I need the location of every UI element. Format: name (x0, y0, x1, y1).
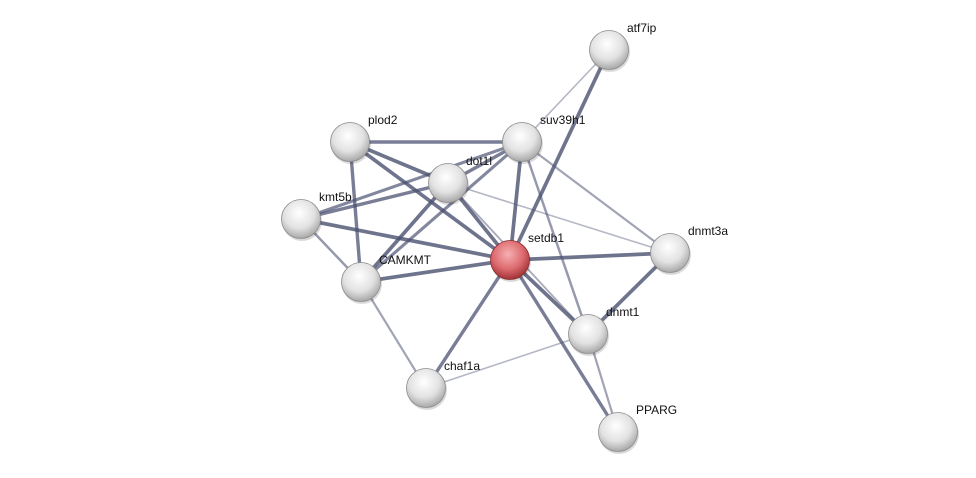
node-suv39h1[interactable]: suv39h1 (502, 113, 586, 164)
node-sphere[interactable] (589, 30, 629, 70)
node-label: plod2 (368, 113, 398, 127)
node-label: CAMKMT (379, 253, 432, 267)
edge-setdb1-PPARG[interactable] (508, 259, 620, 433)
edge-dot1l-dnmt3a[interactable] (447, 182, 671, 254)
edge-suv39h1-CAMKMT[interactable] (359, 140, 524, 284)
edge-dot1l-kmt5b[interactable] (300, 181, 449, 221)
node-sphere[interactable] (598, 412, 638, 452)
node-label: PPARG (636, 403, 677, 417)
node-label: dnmt1 (606, 305, 640, 319)
edge-atf7ip-suv39h1[interactable] (521, 49, 610, 143)
edge-atf7ip-setdb1[interactable] (508, 49, 611, 261)
edge-suv39h1-kmt5b[interactable] (300, 140, 523, 221)
node-label: kmt5b (319, 190, 352, 204)
node-label: suv39h1 (540, 113, 586, 127)
edge-setdb1-dnmt3a[interactable] (509, 251, 671, 262)
node-sphere[interactable] (406, 368, 446, 408)
node-label: chaf1a (444, 359, 480, 373)
node-dnmt1[interactable]: dnmt1 (568, 305, 640, 356)
node-atf7ip[interactable]: atf7ip (589, 21, 657, 72)
node-sphere[interactable] (281, 199, 321, 239)
node-sphere[interactable] (341, 262, 381, 302)
node-label: setdb1 (528, 231, 564, 245)
node-label: dot1l (466, 154, 492, 168)
node-sphere[interactable] (428, 163, 468, 203)
node-sphere[interactable] (330, 122, 370, 162)
node-plod2[interactable]: plod2 (330, 113, 398, 164)
edge-suv39h1-dnmt3a[interactable] (521, 141, 671, 254)
node-label: atf7ip (627, 21, 657, 35)
node-sphere[interactable] (490, 240, 530, 280)
edge-CAMKMT-chaf1a[interactable] (360, 281, 427, 389)
node-dot1l[interactable]: dot1l (428, 154, 493, 205)
node-PPARG[interactable]: PPARG (598, 403, 678, 454)
edge-kmt5b-setdb1[interactable] (300, 217, 511, 262)
node-kmt5b[interactable]: kmt5b (281, 190, 353, 241)
node-setdb1[interactable]: setdb1 (490, 231, 565, 282)
node-sphere[interactable] (650, 233, 690, 273)
edge-plod2-CAMKMT[interactable] (348, 141, 363, 283)
edge-setdb1-CAMKMT[interactable] (360, 258, 511, 284)
edge-dnmt1-chaf1a[interactable] (425, 333, 589, 389)
node-sphere[interactable] (568, 314, 608, 354)
edge-setdb1-chaf1a[interactable] (424, 259, 512, 389)
node-chaf1a[interactable]: chaf1a (406, 359, 481, 410)
node-dnmt3a[interactable]: dnmt3a (650, 224, 729, 275)
edge-suv39h1-dnmt1[interactable] (520, 141, 590, 335)
edge-dot1l-CAMKMT[interactable] (359, 181, 450, 284)
node-sphere[interactable] (502, 122, 542, 162)
node-CAMKMT[interactable]: CAMKMT (341, 253, 432, 304)
node-label: dnmt3a (688, 224, 728, 238)
